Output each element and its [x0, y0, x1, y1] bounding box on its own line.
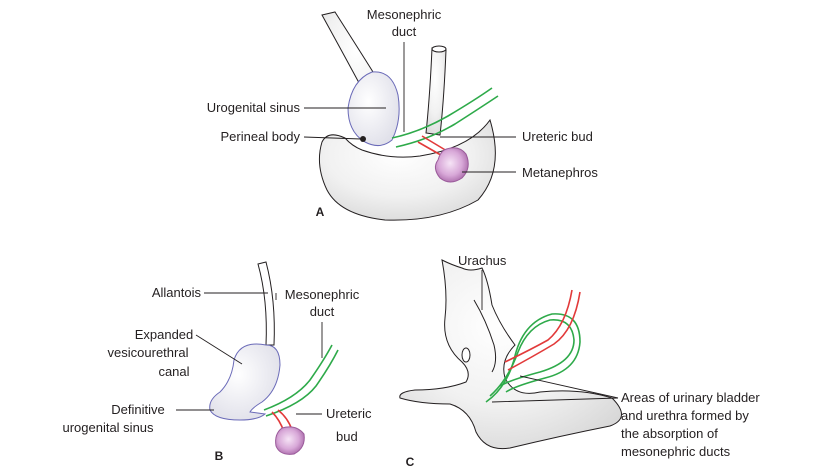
- metanephros-shape: [434, 147, 469, 183]
- label-ureteric-b-2: bud: [336, 429, 358, 444]
- mesonephric-duct-c-2: [485, 313, 581, 403]
- label-expanded-2: vesicourethral: [108, 345, 189, 360]
- leader-areas-1: [519, 375, 619, 399]
- label-mesonephric-b-1: Mesonephric: [285, 287, 360, 302]
- label-definitive-1: Definitive: [111, 402, 164, 417]
- rectum-opening: [431, 45, 447, 53]
- mesonephric-duct-b: [263, 344, 333, 411]
- mesonephric-duct-a-2: [395, 95, 499, 148]
- panel-b: Allantois Mesonephric duct Expanded vesi…: [62, 261, 372, 463]
- urethral-opening-c: [461, 347, 471, 363]
- label-perineal-body: Perineal body: [221, 129, 301, 144]
- leader-perineal-a: [303, 136, 362, 140]
- label-expanded-1: Expanded: [135, 327, 194, 342]
- rectum-tube: [425, 47, 447, 136]
- mesonephric-duct-a: [391, 87, 493, 139]
- bladder-body-c: [399, 259, 622, 450]
- ureter-c-2: [507, 291, 581, 371]
- label-expanded-3: canal: [158, 364, 189, 379]
- label-definitive-2: urogenital sinus: [62, 420, 154, 435]
- label-ureteric-b-1: Ureteric: [326, 406, 372, 421]
- ureter-c: [504, 289, 573, 363]
- label-mesonephric-a-1: Mesonephric: [367, 7, 442, 22]
- metanephros-shape-b: [275, 426, 305, 455]
- label-allantois: Allantois: [152, 285, 202, 300]
- label-areas-2: and urethra formed by: [621, 408, 749, 423]
- mesonephric-duct-b-2: [265, 349, 339, 417]
- panel-a: Mesonephric duct Urogenital sinus Perine…: [207, 7, 598, 221]
- label-metanephros: Metanephros: [522, 165, 598, 180]
- urogenital-sinus-shape: [347, 71, 400, 146]
- body-mass-a: [318, 118, 496, 221]
- label-areas-1: Areas of urinary bladder: [621, 390, 760, 405]
- panel-c: Urachus Areas of urinary bladder and ure…: [399, 253, 760, 469]
- leader-areas-2: [491, 397, 619, 403]
- label-areas-4: mesonephric ducts: [621, 444, 731, 459]
- label-mesonephric-b-2: duct: [310, 304, 335, 319]
- label-mesonephric-a-2: duct: [392, 24, 417, 39]
- perineal-body-dot: [360, 136, 366, 142]
- vesicourethral-canal-shape: [209, 343, 281, 421]
- label-urogenital-sinus: Urogenital sinus: [207, 100, 301, 115]
- label-ureteric-bud-a: Ureteric bud: [522, 129, 593, 144]
- label-urachus: Urachus: [458, 253, 507, 268]
- panel-letter-a: A: [316, 205, 325, 219]
- leader-expanded-b: [195, 334, 243, 365]
- panel-letter-c: C: [406, 455, 415, 469]
- urachus-lumen: [473, 299, 497, 373]
- label-areas-3: the absorption of: [621, 426, 718, 441]
- panel-letter-b: B: [215, 449, 224, 463]
- allantois-stalk-b: [257, 261, 275, 346]
